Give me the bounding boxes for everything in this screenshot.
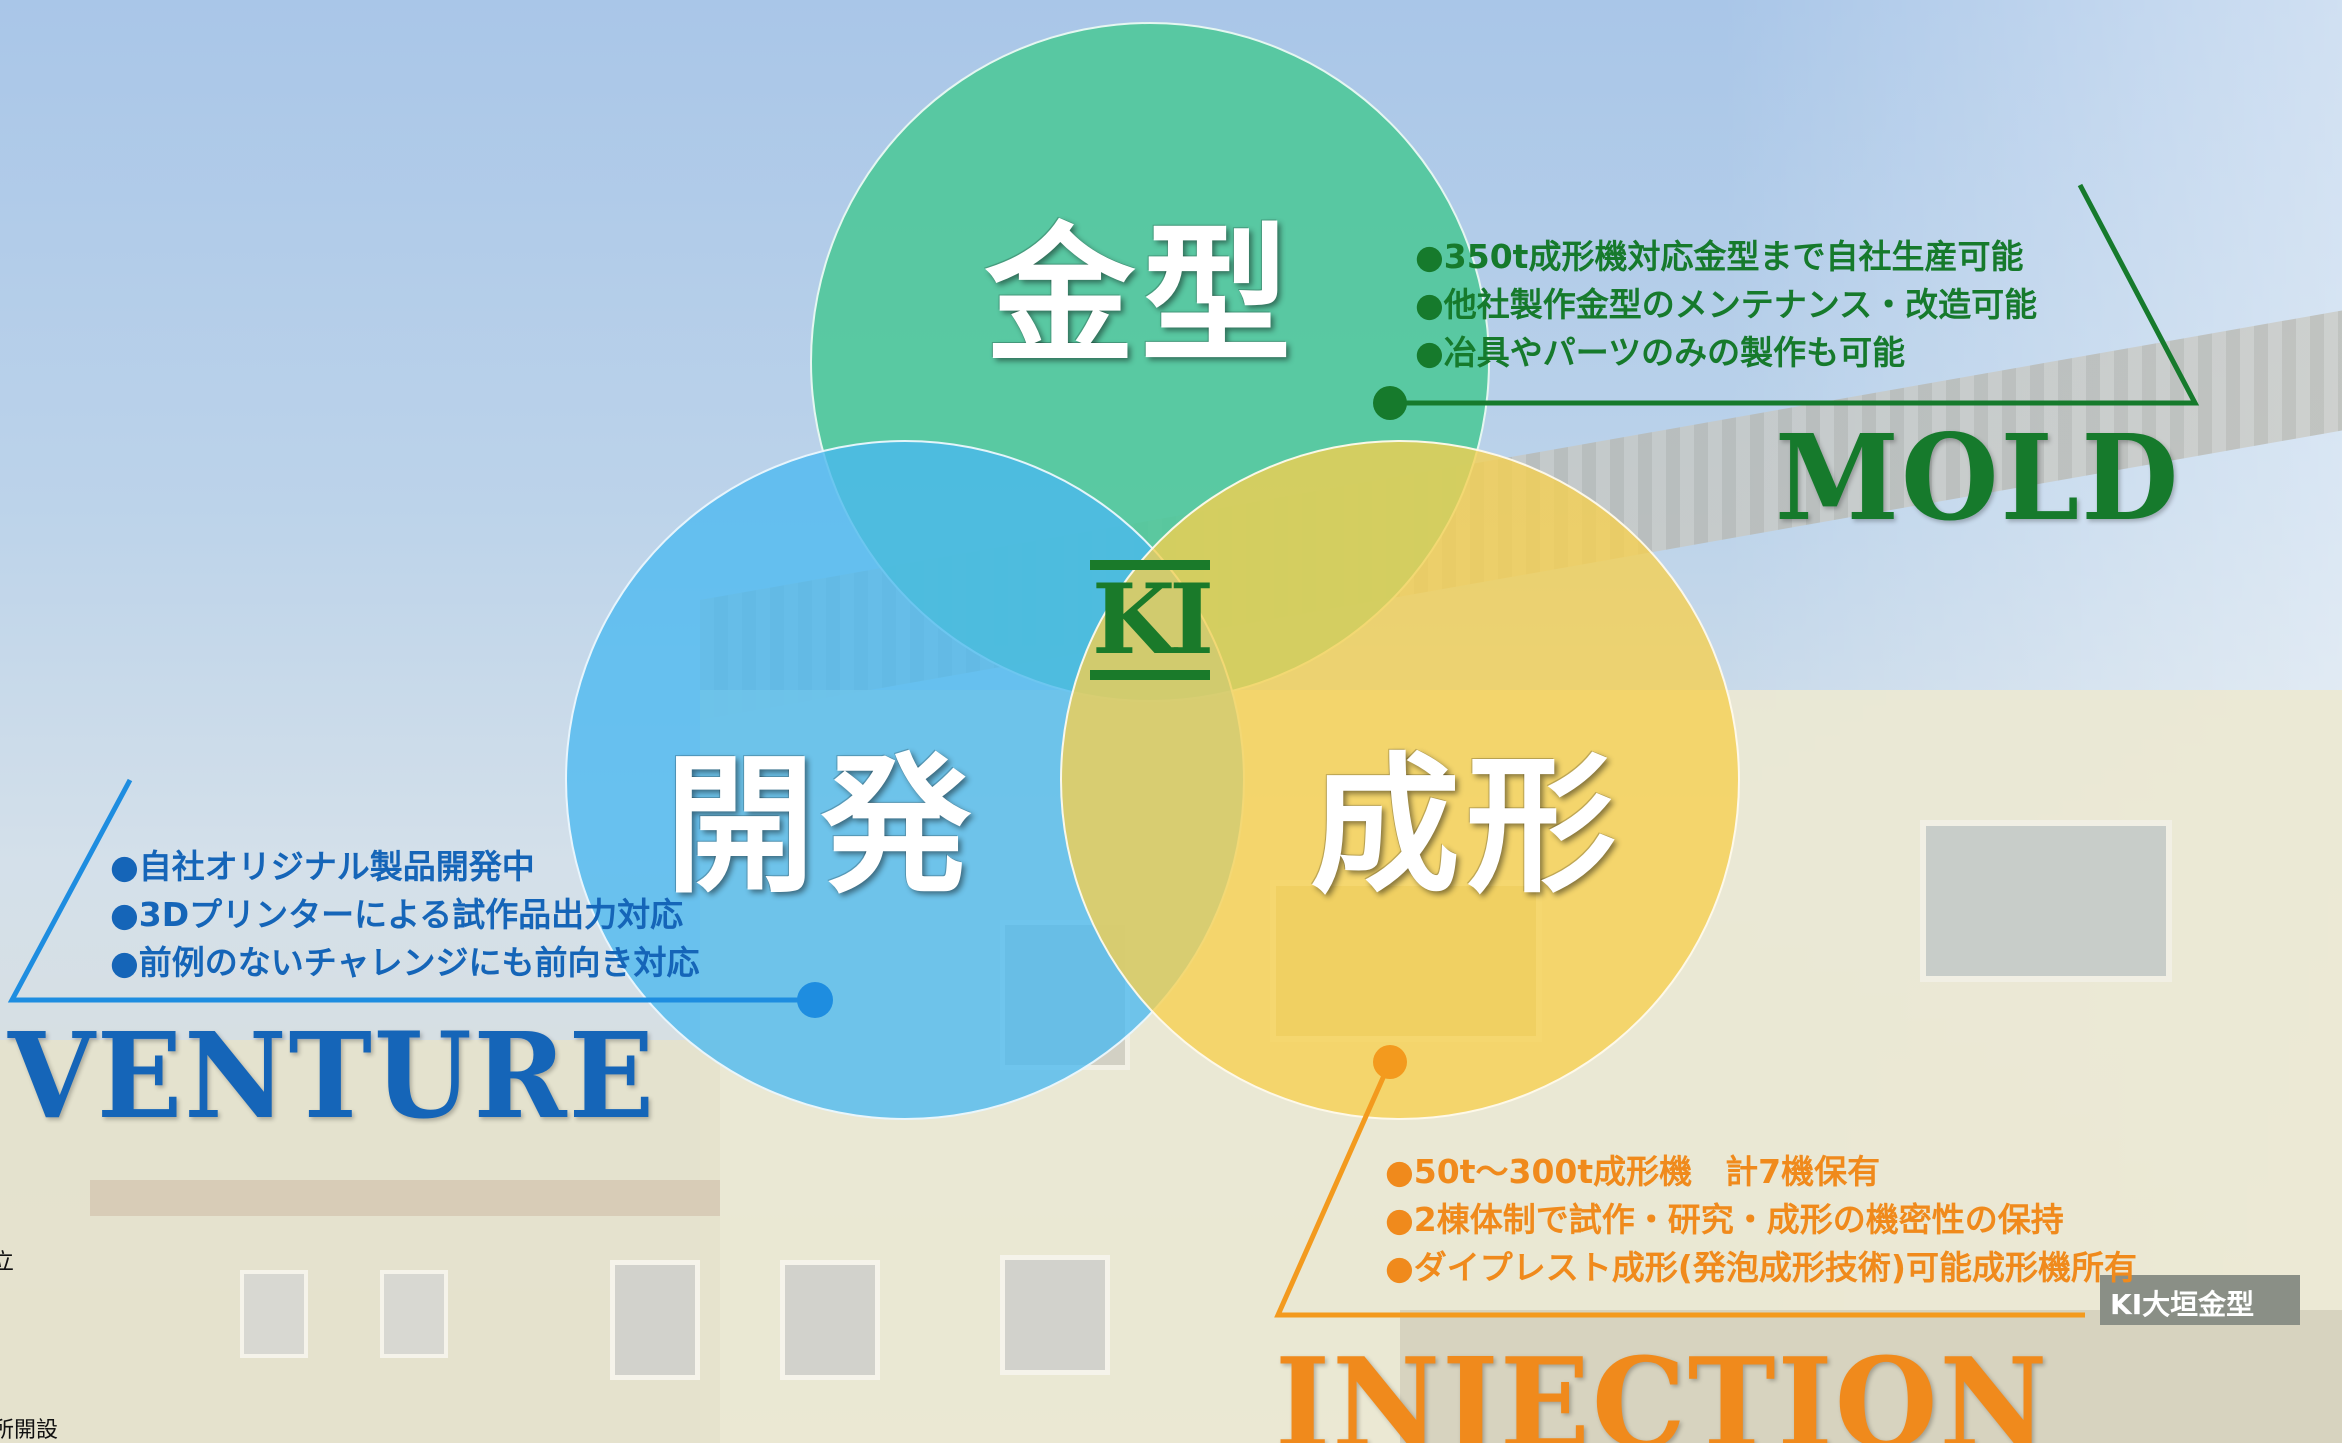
- injection-circle: [1060, 440, 1740, 1120]
- injection-bullet-list: ●50t〜300t成形機 計7機保有 ●2棟体制で試作・研究・成形の機密性の保持…: [1385, 1148, 2137, 1292]
- company-logo: KI: [1090, 560, 1214, 680]
- venture-title: VENTURE: [8, 1008, 657, 1146]
- background-building-left-roof: [90, 1180, 720, 1216]
- injection-connector-line: [1274, 1060, 2085, 1318]
- mold-connector-line: [1390, 183, 2200, 406]
- background-window: [1000, 1255, 1110, 1375]
- background-building-left: [0, 1040, 720, 1443]
- background-window: [240, 1270, 308, 1358]
- building-sign-text: KI大垣金型: [2110, 1288, 2255, 1321]
- background-sign: KI大垣金型: [2100, 1275, 2300, 1325]
- injection-bullet: ●ダイプレスト成形(発泡成形技術)可能成形機所有: [1385, 1248, 2137, 1287]
- mold-bullet-list: ●350t成形機対応金型まで自社生産可能 ●他社製作金型のメンテナンス・改造可能…: [1415, 233, 2037, 377]
- company-logo-text: KI: [1091, 563, 1214, 676]
- background-lower-band: [1400, 1310, 2342, 1443]
- mold-title: MOLD: [1775, 410, 2181, 548]
- venture-bullet: ●自社オリジナル製品開発中: [110, 847, 535, 886]
- venture-circle-label: 開発: [665, 738, 978, 914]
- venture-connector-dot: [797, 982, 833, 1018]
- mold-bullet: ●冶具やパーツのみの製作も可能: [1415, 333, 1906, 372]
- cropped-edge-text: 所開設: [0, 1418, 59, 1443]
- background-window: [610, 1260, 700, 1380]
- mold-circle-label: 金型: [985, 208, 1298, 384]
- background-window: [780, 1260, 880, 1380]
- background-window: [1920, 820, 2172, 982]
- injection-bullet: ●2棟体制で試作・研究・成形の機密性の保持: [1385, 1200, 2064, 1239]
- venture-connector-line: [7, 778, 815, 1003]
- venture-bullet: ●3Dプリンターによる試作品出力対応: [110, 895, 684, 934]
- injection-connector-dot: [1373, 1045, 1407, 1079]
- mold-bullet: ●他社製作金型のメンテナンス・改造可能: [1415, 285, 2038, 324]
- background-window: [380, 1270, 448, 1358]
- injection-bullet: ●50t〜300t成形機 計7機保有: [1385, 1152, 1881, 1191]
- venture-bullet-list: ●自社オリジナル製品開発中 ●3Dプリンターによる試作品出力対応 ●前例のないチ…: [110, 843, 699, 987]
- injection-title: INJECTION: [1275, 1330, 2050, 1443]
- cropped-edge-text: 立: [0, 1250, 15, 1275]
- mold-bullet: ●350t成形機対応金型まで自社生産可能: [1415, 237, 2024, 276]
- injection-circle-label: 成形: [1310, 738, 1623, 914]
- mold-connector-dot: [1373, 386, 1407, 420]
- venture-bullet: ●前例のないチャレンジにも前向き対応: [110, 943, 700, 982]
